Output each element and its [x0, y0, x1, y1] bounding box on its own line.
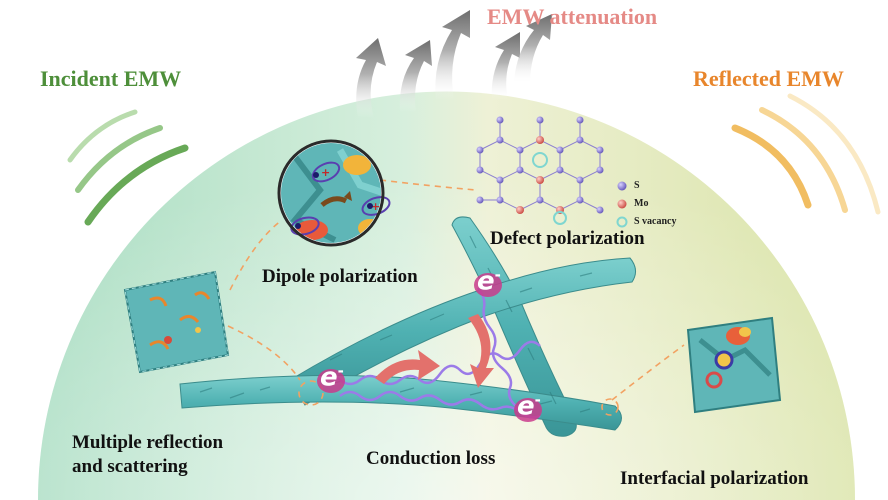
s-atom-icon — [617, 181, 627, 191]
electron-symbol-3: e- — [517, 391, 541, 422]
defect-polarization-label: Defect polarization — [490, 228, 645, 249]
conduction-loss-label: Conduction loss — [366, 448, 496, 469]
mo-atom-icon — [617, 199, 627, 209]
attenuation-arrows-icon — [356, 10, 552, 118]
legend-markers — [616, 181, 628, 228]
multiple-reflection-inset — [123, 270, 230, 374]
legend-s-vacancy-label: S vacancy — [634, 216, 677, 227]
incident-emw-label: Incident EMW — [40, 66, 182, 91]
reflected-emw-label: Reflected EMW — [693, 66, 844, 91]
electron-badges — [317, 273, 542, 422]
emw-attenuation-label: EMW attenuation — [487, 4, 658, 29]
dashed-connectors — [227, 179, 685, 416]
reflected-wave-icon — [731, 93, 881, 215]
dipole-polarization-label: Dipole polarization — [262, 266, 418, 287]
multiple-reflection-label-line1: Multiple reflection — [72, 432, 224, 453]
interfacial-inset — [686, 316, 782, 414]
arrow-down-icon — [468, 314, 494, 388]
incident-wave-icon — [67, 109, 189, 226]
electron-charge: - — [494, 266, 501, 284]
lattice-inset — [476, 116, 604, 225]
electron-letter: e — [320, 362, 338, 393]
multiple-reflection-label-line2: and scattering — [72, 456, 188, 477]
electron-charge: - — [534, 391, 541, 409]
flow-arrows — [375, 314, 494, 388]
electron-symbol-1: e- — [477, 266, 501, 297]
s-vacancy-icon — [616, 216, 628, 228]
electron-letter: e — [517, 391, 535, 422]
arrow-right-icon — [375, 350, 440, 384]
svg-text:+: + — [371, 200, 380, 213]
dipole-inset: + + — [277, 139, 391, 247]
interfacial-polarization-label: Interfacial polarization — [620, 468, 809, 489]
electron-letter: e — [477, 266, 495, 297]
legend-s-label: S — [634, 180, 640, 191]
electron-charge: - — [337, 362, 344, 380]
electron-symbol-2: e- — [320, 362, 344, 393]
svg-text:+: + — [321, 166, 330, 179]
fiber-network — [179, 216, 636, 437]
legend-mo-label: Mo — [634, 198, 649, 209]
